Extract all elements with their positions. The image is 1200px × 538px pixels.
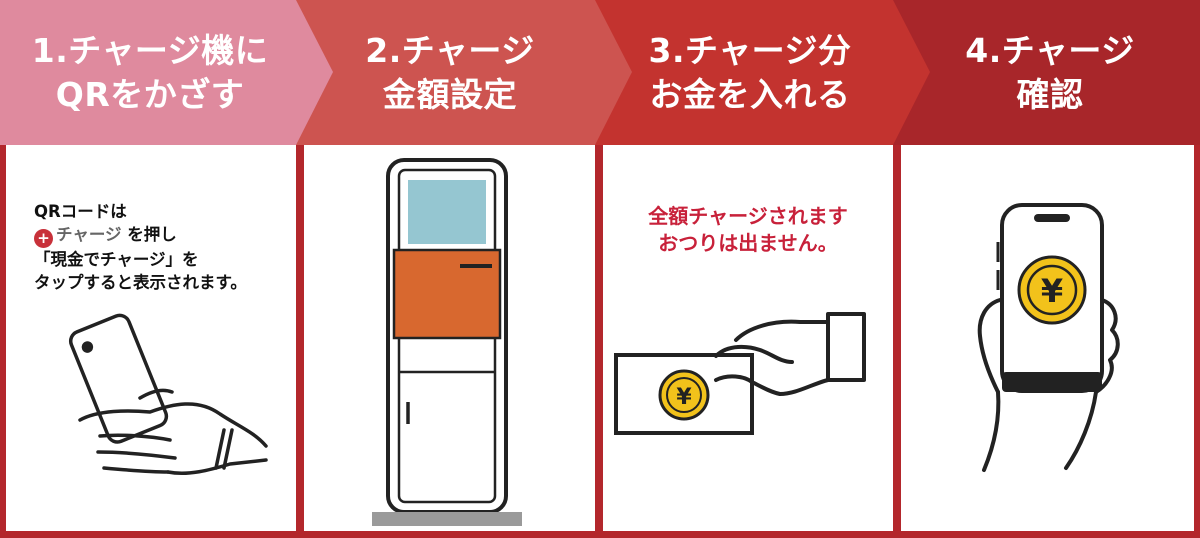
step3-note: 全額チャージされます おつりは出ません。 — [604, 203, 892, 257]
step1-banner — [0, 0, 333, 145]
step1-title-line2: QRをかざす — [55, 74, 245, 114]
smartphone-hand-icon — [977, 203, 1120, 472]
step3-title: 3.チャージ分 お金を入れる — [600, 0, 900, 145]
step1-note-line1: QRコードは — [34, 202, 127, 221]
step4-title: 4.チャージ 確認 — [900, 0, 1200, 145]
step2-banner — [296, 0, 632, 145]
step1-title: 1.チャージ機に QRをかざす — [0, 0, 300, 145]
step4-banner — [893, 0, 1200, 145]
charge-label: チャージ — [56, 225, 122, 244]
step2-title: 2.チャージ 金額設定 — [300, 0, 600, 145]
step1-note: QRコードは +チャージ を押し 「現金でチャージ」を タップすると表示されます… — [34, 200, 294, 294]
step3-note-line1: 全額チャージされます — [648, 204, 848, 228]
phone-yen-symbol: ¥ — [1041, 272, 1063, 310]
step2-title-line2: 金額設定 — [383, 74, 517, 114]
kiosk-base — [372, 512, 522, 526]
step4-title-line1: 4.チャージ — [965, 30, 1135, 70]
plus-circle-icon: + — [34, 229, 53, 248]
step2-title-line1: 2.チャージ — [365, 30, 535, 70]
kiosk-panel — [392, 248, 502, 340]
step1-title-line1: 1.チャージ機に — [31, 30, 269, 70]
kiosk-screen — [408, 180, 486, 244]
step1-panel — [6, 145, 296, 531]
banknote-hand-icon — [614, 312, 866, 435]
step3-banner — [595, 0, 930, 145]
step1-note-line3: 「現金でチャージ」を — [34, 250, 199, 269]
step1-note-line4: タップすると表示されます。 — [34, 273, 247, 292]
charge-machine-icon — [372, 158, 522, 526]
step1-note-line2-rest: を押し — [127, 225, 177, 244]
step3-title-line1: 3.チャージ分 — [648, 30, 852, 70]
step1-note-line2: +チャージ を押し — [34, 223, 294, 248]
step4-title-line2: 確認 — [1016, 74, 1084, 114]
step3-title-line2: お金を入れる — [649, 74, 851, 114]
banknote-yen-symbol: ¥ — [676, 385, 692, 410]
step3-note-line2: おつりは出ません。 — [658, 231, 838, 255]
hand-holding-phone-icon — [68, 313, 268, 476]
